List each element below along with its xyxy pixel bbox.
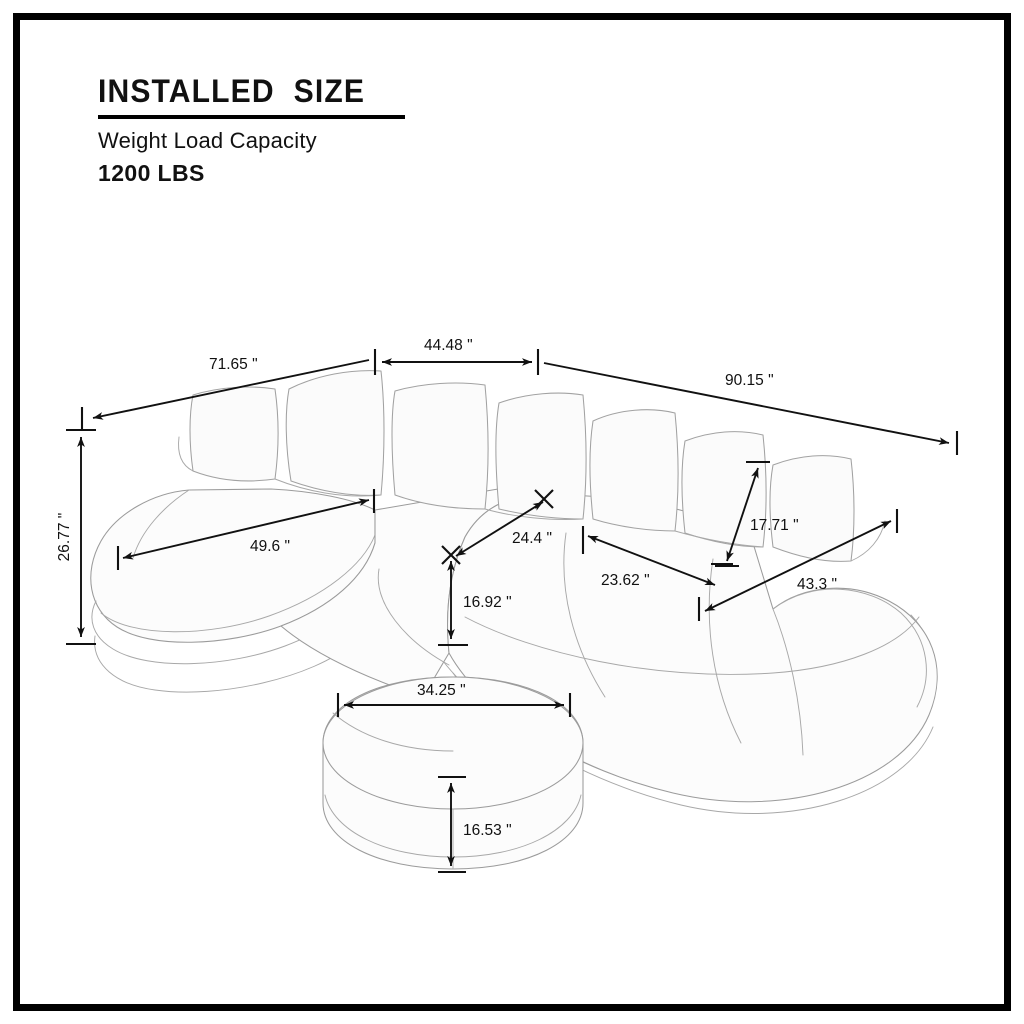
- backrest-seam-a: [274, 478, 382, 497]
- weight-capacity-label: Weight Load Capacity: [98, 127, 317, 153]
- back-pillow-2: [285, 370, 385, 496]
- dimlabel-seat-depth: 24.4 ": [512, 530, 552, 547]
- dimlabel-overall-right-width: 90.15 ": [725, 372, 774, 389]
- product-dimension-drawing: 71.65 " 44.48 " 90.15 " 26.77 " 49.6 ": [56, 337, 959, 874]
- page-title: INSTALLED SIZE: [98, 73, 366, 109]
- right-chaise-seam: [772, 608, 804, 756]
- back-pillow-5: [589, 409, 679, 532]
- dimline-overall-left-depth: [92, 359, 370, 420]
- dimline-chaise-seat-length: [122, 498, 370, 560]
- title-block: INSTALLED SIZE Weight Load Capacity 1200…: [98, 73, 405, 187]
- dimlabel-seat-height: 16.92 ": [463, 594, 512, 611]
- dimlabel-chaise-seat-length: 49.6 ": [250, 538, 290, 555]
- right-seat-front-crease: [464, 616, 920, 675]
- ottoman-top-crease: [332, 712, 454, 752]
- dimlabel-overall-height: 26.77 ": [56, 513, 73, 562]
- dimension-annotations: 71.65 " 44.48 " 90.15 " 26.77 " 49.6 ": [56, 337, 959, 874]
- round-ottoman-illustration: [322, 676, 584, 870]
- left-chaise-seat-crease: [100, 534, 376, 633]
- diagram-border-frame: INSTALLED SIZE Weight Load Capacity 1200…: [13, 13, 1011, 1011]
- dimlabel-cushion-width: 23.62 ": [601, 572, 650, 589]
- dimlabel-backrest-width: 44.48 ": [424, 337, 473, 354]
- dimlabel-ottoman-height: 16.53 ": [463, 822, 512, 839]
- back-pillow-4: [495, 392, 587, 520]
- sectional-sofa-illustration: [90, 370, 938, 870]
- dimline-cushion-width: [587, 535, 716, 586]
- right-seat-cushion-seam-1: [563, 532, 606, 698]
- back-pillow-1: [189, 386, 279, 482]
- dimline-right-seat-length: [704, 520, 892, 612]
- title-underline: [98, 114, 405, 119]
- dimline-seat-depth: [455, 501, 544, 557]
- corner-seat-crease: [377, 568, 450, 666]
- dimlabel-ottoman-diameter: 34.25 ": [417, 682, 466, 699]
- dimline-overall-right-width: [543, 362, 950, 445]
- weight-capacity-value: 1200 LBS: [98, 159, 205, 186]
- dimlabel-backrest-height: 17.71 ": [750, 517, 799, 534]
- dimlabel-right-seat-length: 43.3 ": [797, 576, 837, 593]
- dimlabel-overall-left-depth: 71.65 ": [209, 356, 258, 373]
- left-backrest-edge: [178, 436, 194, 472]
- back-pillow-3: [391, 382, 489, 510]
